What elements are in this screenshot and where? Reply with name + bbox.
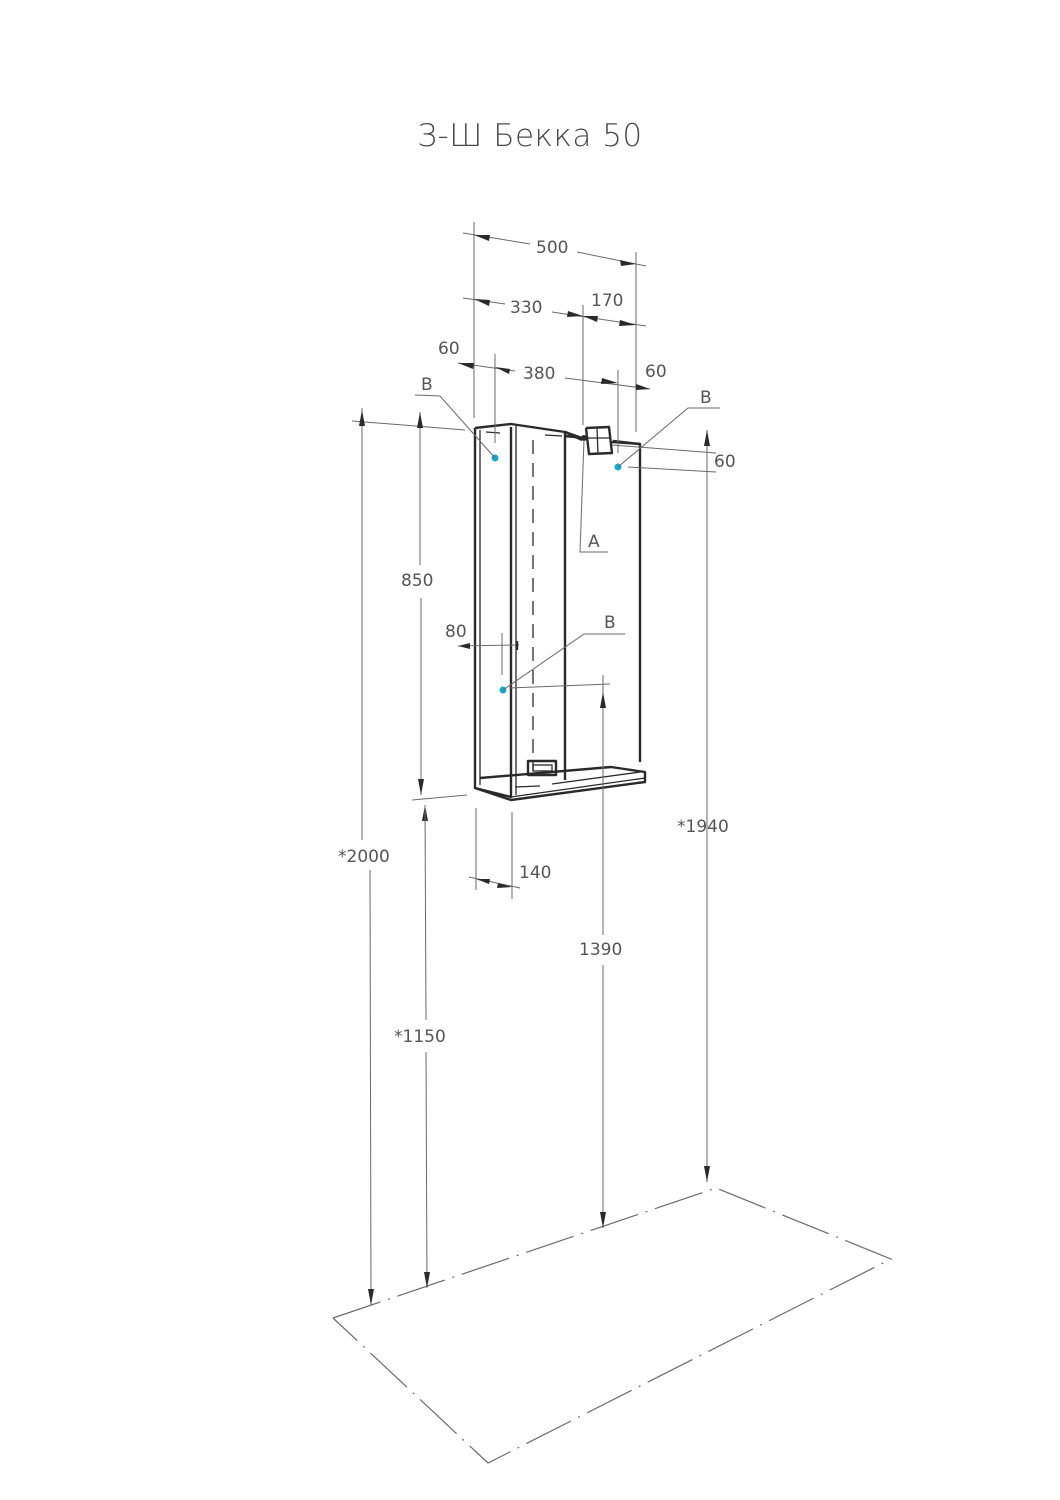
top-dimensions [457,222,717,1182]
dim-total-height: *2000 [338,847,390,867]
drawing-title: З-Ш Бекка 50 [417,118,643,154]
callout-b-top-right: B [700,388,712,408]
dim-left-offset: 60 [438,339,460,359]
dim-right-offset: 60 [645,362,667,382]
dim-top-offset-right: 60 [714,452,736,472]
dim-mount-spacing: 380 [523,364,555,384]
dim-handle-offset: 80 [445,622,467,642]
dim-bottom-height: *1150 [394,1027,446,1047]
callout-b-top-left: B [421,375,433,395]
dim-mount-height: 1390 [579,940,622,960]
dim-light-height: *1940 [677,817,729,837]
dim-mirror-width: 330 [510,298,542,318]
vertical-dimensions [351,408,710,1306]
dim-shelf-section-width: 170 [591,291,623,311]
dim-total-width: 500 [536,238,568,258]
dim-cabinet-height: 850 [401,571,433,591]
callout-a-light: A [588,532,600,552]
lamp-fixture [564,425,641,456]
mirror-cabinet [473,422,647,802]
callout-b-middle: B [604,613,616,633]
dim-cabinet-depth: 140 [519,863,551,883]
floor-plane [332,1187,893,1464]
